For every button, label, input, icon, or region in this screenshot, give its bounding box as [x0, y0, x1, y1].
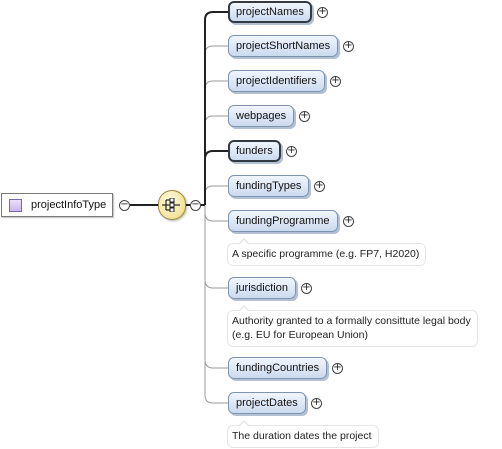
element-label: funders	[236, 145, 273, 157]
expand-projectIdentifiers-icon[interactable]: +	[330, 75, 341, 87]
expand-projectNames-icon[interactable]: +	[317, 6, 328, 18]
element-projectIdentifiers[interactable]: projectIdentifiers	[228, 70, 325, 92]
complex-type-label: projectInfoType	[31, 199, 107, 211]
element-label: fundingCountries	[236, 362, 320, 374]
documentation-line: (e.g. EU for European Union)	[232, 329, 368, 341]
expand-jurisdiction-icon[interactable]: +	[301, 282, 312, 294]
element-label: projectShortNames	[236, 40, 331, 52]
expand-fundingTypes-icon[interactable]: +	[314, 180, 325, 192]
expand-webpages-icon[interactable]: +	[299, 110, 310, 122]
documentation-line: A specific programme (e.g. FP7, H2020)	[232, 248, 420, 260]
element-webpages[interactable]: webpages	[228, 105, 295, 127]
element-label: projectIdentifiers	[236, 75, 317, 87]
expand-projectDates-icon[interactable]: +	[311, 397, 322, 409]
element-label: webpages	[236, 110, 287, 122]
element-label: projectNames	[236, 6, 304, 18]
element-jurisdiction[interactable]: jurisdiction	[228, 277, 296, 299]
element-fundingProgramme[interactable]: fundingProgramme	[228, 210, 338, 232]
element-projectDates[interactable]: projectDates	[228, 392, 306, 414]
collapse-sequence-icon[interactable]: −	[190, 199, 201, 211]
element-fundingTypes[interactable]: fundingTypes	[228, 175, 310, 197]
expand-fundingProgramme-icon[interactable]: +	[343, 215, 354, 227]
element-label: fundingTypes	[236, 180, 302, 192]
complex-type-projectInfoType[interactable]: projectInfoType	[1, 193, 113, 217]
documentation-line: Authority granted to a formally consittu…	[232, 315, 471, 327]
element-funders[interactable]: funders	[228, 140, 281, 162]
documentation-fundingProgramme: A specific programme (e.g. FP7, H2020)	[227, 238, 427, 266]
documentation-projectDates: The duration dates the project	[227, 420, 379, 448]
documentation-jurisdiction: Authority granted to a formally consittu…	[227, 305, 478, 347]
sequence-compositor[interactable]	[158, 190, 186, 220]
collapse-root-icon[interactable]: −	[119, 199, 130, 211]
expand-funders-icon[interactable]: +	[286, 145, 297, 157]
expand-fundingCountries-icon[interactable]: +	[332, 362, 343, 374]
documentation-line: The duration dates the project	[232, 430, 372, 442]
element-label: fundingProgramme	[236, 215, 330, 227]
element-fundingCountries[interactable]: fundingCountries	[228, 357, 328, 379]
element-projectShortNames[interactable]: projectShortNames	[228, 35, 339, 57]
element-projectNames[interactable]: projectNames	[228, 1, 312, 23]
complex-type-icon	[9, 198, 22, 212]
element-label: jurisdiction	[236, 282, 288, 294]
sequence-icon	[162, 198, 180, 212]
expand-projectShortNames-icon[interactable]: +	[343, 40, 354, 52]
element-label: projectDates	[236, 397, 298, 409]
